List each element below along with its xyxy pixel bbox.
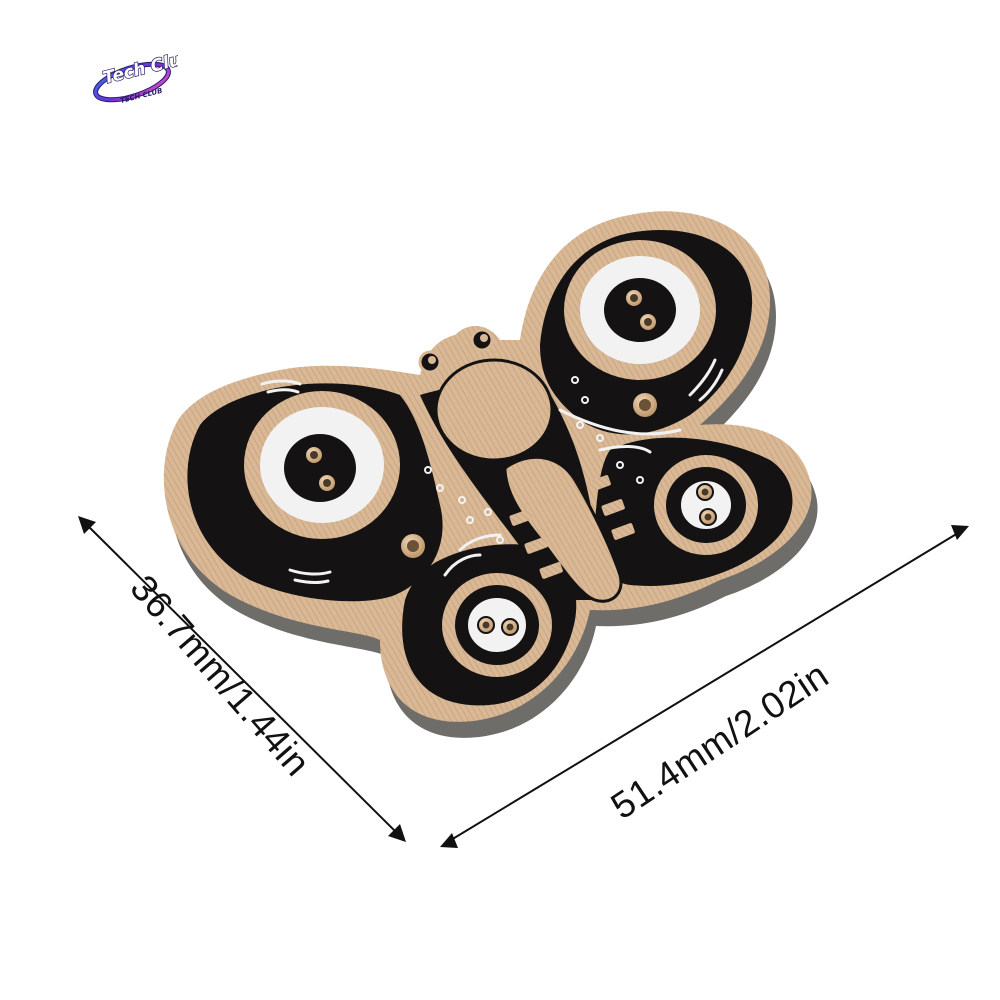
left-upper-eye <box>244 391 400 539</box>
silkscreen-lines <box>260 358 724 584</box>
silkscreen-dots <box>424 376 644 544</box>
mounting-holes <box>401 393 657 558</box>
height-dimension-arrow <box>78 516 406 842</box>
width-dimension-arrow <box>440 525 969 848</box>
left-lower-eye <box>442 573 552 677</box>
right-lower-eye <box>654 455 758 555</box>
right-upper-eye <box>564 240 716 380</box>
butterfly-body <box>418 328 635 603</box>
pcb-board <box>163 211 812 722</box>
